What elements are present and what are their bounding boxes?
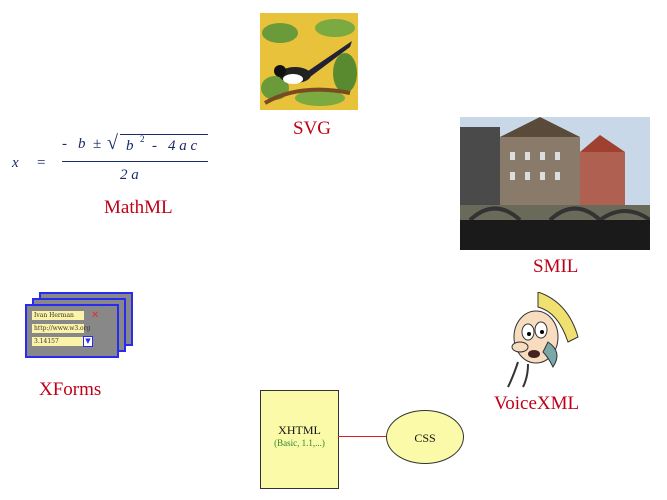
- xhtml-title: XHTML: [278, 423, 321, 437]
- formula-minus: -: [62, 136, 67, 152]
- formula-b2: b: [126, 138, 134, 154]
- xforms-name-field: Ivan Herman: [32, 311, 84, 320]
- close-icon: ✕: [91, 310, 100, 321]
- xforms-image: Ivan Herman ✕ http://www.w3.org 3.14157 …: [25, 292, 135, 358]
- fraction-bar: [62, 161, 208, 162]
- sqrt-icon: √: [107, 132, 118, 154]
- xforms-url-field: http://www.w3.org: [32, 324, 91, 333]
- voicexml-cartoon: [498, 291, 583, 388]
- quadratic-formula: x = - b ± √ b 2 - 4 a c 2 a: [0, 130, 220, 190]
- formula-minus2: -: [152, 138, 157, 154]
- mathml-label: MathML: [104, 197, 173, 218]
- formula-exponent: 2: [140, 134, 145, 144]
- xforms-label: XForms: [39, 379, 102, 400]
- voicexml-label: VoiceXML: [494, 393, 580, 414]
- svg-bird-image: [260, 13, 358, 110]
- formula-4ac: 4 a c: [168, 138, 198, 154]
- smil-label: SMIL: [533, 256, 579, 277]
- xhtml-box: XHTML (Basic, 1.1,...): [260, 390, 339, 489]
- sqrt-bar: [120, 134, 208, 135]
- formula-b: b: [78, 136, 86, 152]
- connector-line: [338, 436, 386, 437]
- xhtml-subtitle: (Basic, 1.1,...): [274, 438, 325, 448]
- formula-x: x: [12, 155, 19, 171]
- chevron-down-icon: ▼: [83, 336, 93, 347]
- formula-equals: =: [37, 155, 46, 171]
- formula-plusminus: ±: [93, 136, 102, 152]
- css-label: CSS: [414, 431, 436, 445]
- xforms-number-field: 3.14157: [32, 337, 84, 346]
- smil-photo: [460, 117, 652, 250]
- css-ellipse: CSS: [386, 410, 464, 464]
- formula-denominator: 2 a: [120, 167, 139, 183]
- svg-label: SVG: [293, 118, 332, 139]
